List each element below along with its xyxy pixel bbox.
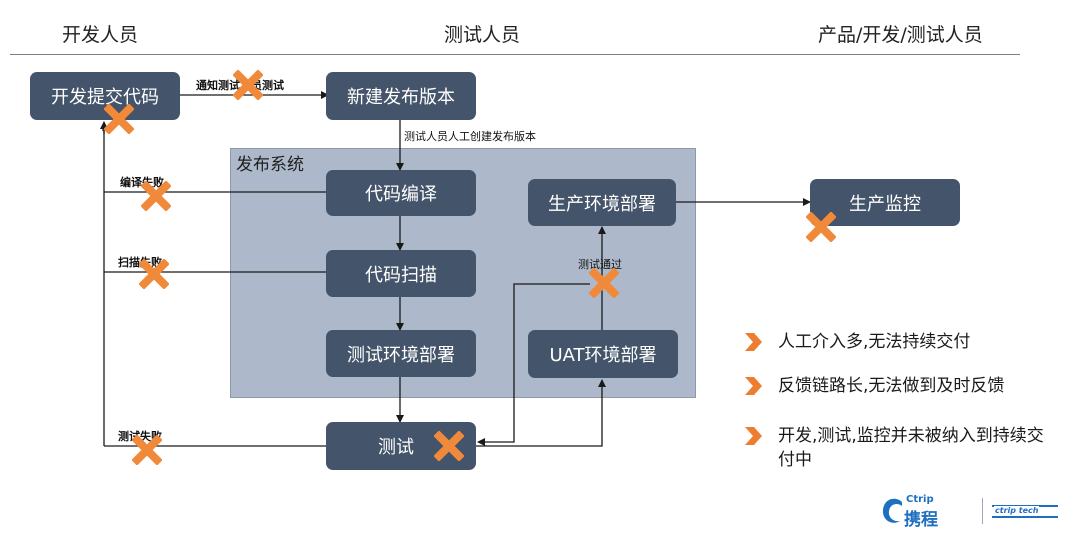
node-new-release[interactable]: 新建发布版本 xyxy=(326,72,476,120)
ctrip-tech-logo: ctrip tech xyxy=(992,502,1062,522)
bullet-text: 反馈链路长,无法做到及时反馈 xyxy=(778,376,1005,396)
ctrip-tech-text: ctrip tech xyxy=(994,506,1040,515)
logo-divider xyxy=(982,498,983,524)
label-compile-fail: 编译失败 xyxy=(120,176,164,189)
ctrip-bird-icon xyxy=(882,498,902,523)
edge-test-to-uat xyxy=(476,379,606,447)
chevron-right-icon xyxy=(745,427,762,445)
node-compile[interactable]: 代码编译 xyxy=(326,170,476,216)
bullet-text: 人工介入多,无法持续交付 xyxy=(778,332,971,352)
cross-icon xyxy=(139,259,169,289)
cross-icon xyxy=(132,435,162,465)
node-dev-commit[interactable]: 开发提交代码 xyxy=(30,72,180,120)
label-test-fail: 测试失败 xyxy=(118,430,162,443)
edge-feedback-bus xyxy=(102,129,105,446)
release-system-label: 发布系统 xyxy=(236,155,304,175)
ctrip-cn-text: 携程 xyxy=(904,510,938,530)
cross-icon xyxy=(434,431,464,461)
bullet-item: 开发,测试,监控并未被纳入到持续交付中 xyxy=(742,424,1048,472)
label-create-release: 测试人员人工创建发布版本 xyxy=(404,130,536,143)
ctrip-en-text: Ctrip xyxy=(906,494,934,505)
header-divider xyxy=(10,54,1020,55)
cross-icon xyxy=(589,268,619,298)
edge-retest-loop xyxy=(477,283,590,446)
node-test-deploy[interactable]: 测试环境部署 xyxy=(326,330,476,377)
ctrip-logo: Ctrip 携程 xyxy=(880,494,970,530)
header-developer: 开发人员 xyxy=(62,24,139,46)
bullet-item: 反馈链路长,无法做到及时反馈 xyxy=(742,374,1068,398)
node-prod-deploy[interactable]: 生产环境部署 xyxy=(528,179,676,226)
bullet-text: 开发,测试,监控并未被纳入到持续交付中 xyxy=(778,426,1044,470)
cross-icon xyxy=(233,70,263,100)
header-all-roles: 产品/开发/测试人员 xyxy=(818,24,983,46)
cross-icon xyxy=(104,104,134,134)
cross-icon xyxy=(141,181,171,211)
chevron-right-icon xyxy=(745,333,762,351)
chevron-right-icon xyxy=(745,377,762,395)
header-tester: 测试人员 xyxy=(444,24,521,46)
bullet-item: 人工介入多,无法持续交付 xyxy=(742,330,1068,354)
label-notify-test: 通知测试人员测试 xyxy=(196,79,284,92)
node-uat-deploy[interactable]: UAT环境部署 xyxy=(528,330,678,378)
node-scan[interactable]: 代码扫描 xyxy=(326,250,476,297)
cross-icon xyxy=(806,212,836,242)
label-test-pass: 测试通过 xyxy=(578,258,622,271)
